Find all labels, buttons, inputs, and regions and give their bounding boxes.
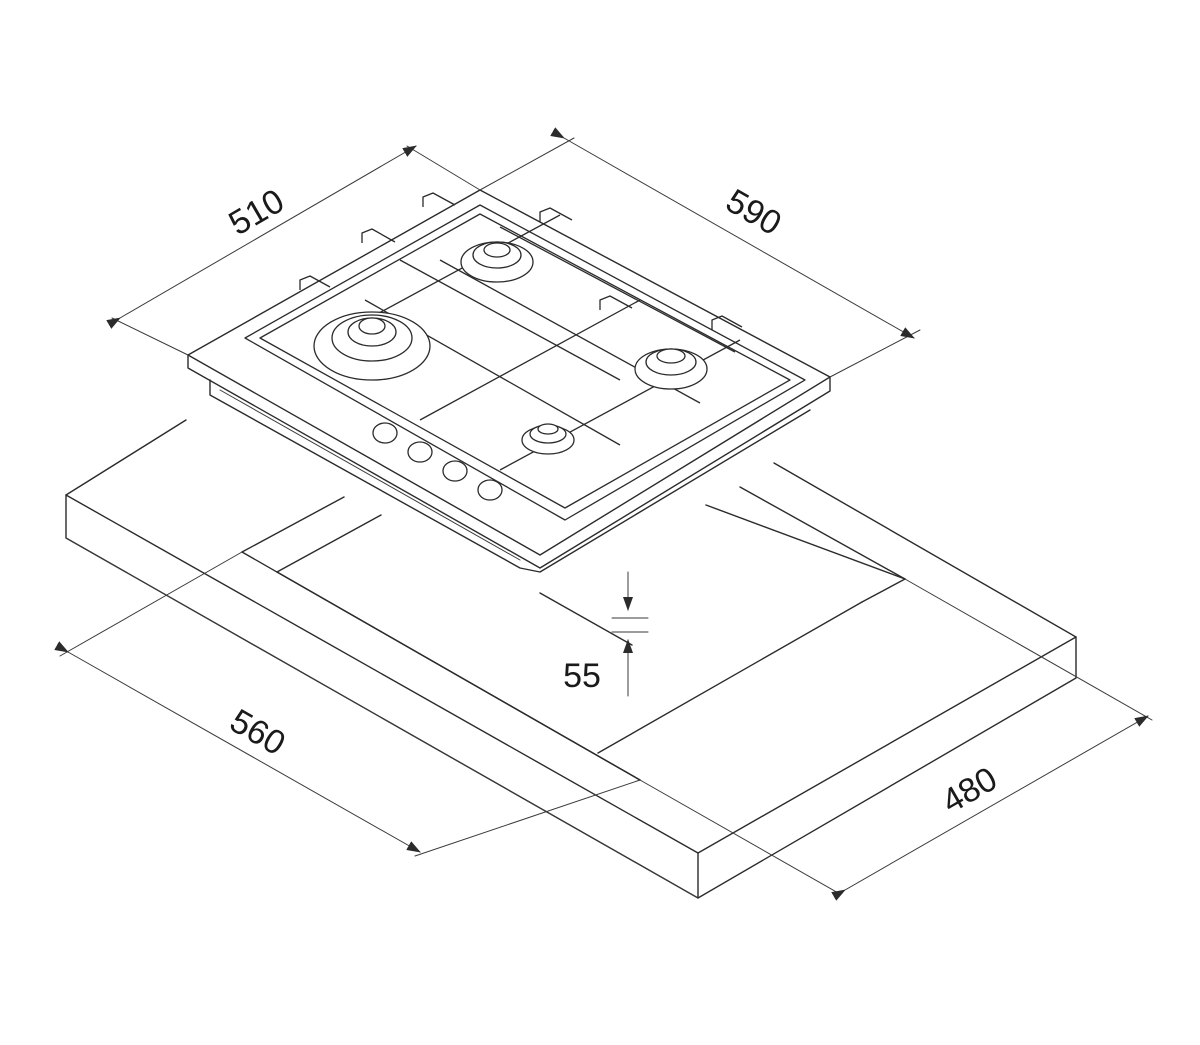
dimension-label-510: 510 bbox=[222, 182, 290, 243]
dimension-cutout-depth: 480 bbox=[639, 578, 1153, 901]
burner-right bbox=[634, 348, 708, 390]
dimension-label-55: 55 bbox=[563, 657, 601, 695]
dimension-label-560: 560 bbox=[223, 702, 291, 763]
control-knobs bbox=[372, 422, 503, 501]
dimension-label-480: 480 bbox=[935, 760, 1003, 821]
burner-rear bbox=[460, 241, 534, 283]
dimension-hob-depth: 510 bbox=[106, 145, 481, 356]
cutout-opening bbox=[241, 486, 906, 781]
dimension-label-590: 590 bbox=[719, 182, 787, 243]
burner-large bbox=[313, 311, 431, 381]
dimension-hob-width: 590 bbox=[479, 127, 921, 378]
dimension-recess-depth: 55 bbox=[563, 571, 649, 697]
dimension-cutout-width: 560 bbox=[54, 551, 641, 857]
burner-front bbox=[521, 423, 575, 455]
